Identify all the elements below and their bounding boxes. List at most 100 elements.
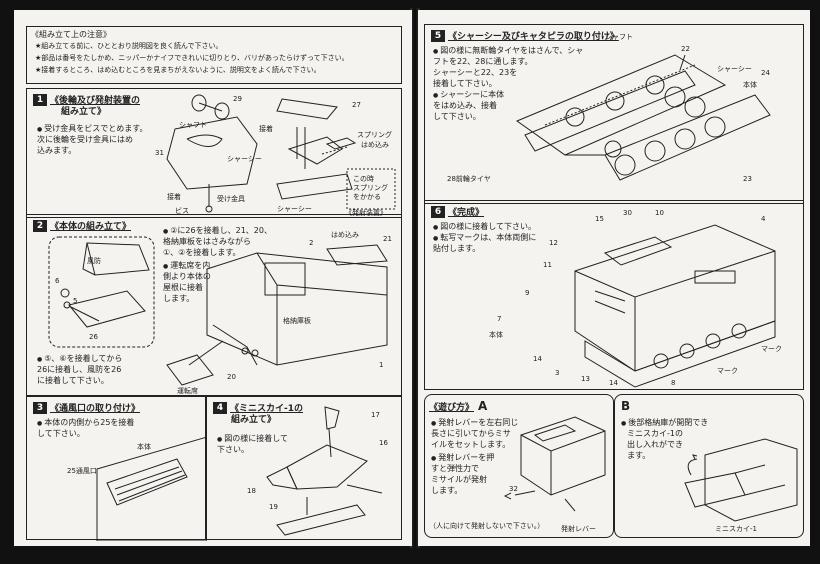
play-a-diagram: 32 発射レバー: [503, 416, 606, 533]
section-5-diagram: シャフト 22 シャーシー 24 本体 28前輪タイヤ 23: [447, 33, 771, 183]
section-3: 3 《通風口の取り付け》 本体の内側から25を接着 して下さい。 本体 25通風…: [26, 396, 207, 541]
label-note: この時: [353, 175, 374, 183]
section-1-diagram: シャフト 29 31 接着 シャーシー 受け金具 ビス 接着 27 スプリング …: [155, 94, 396, 217]
label-mark: マーク: [761, 345, 782, 353]
section-title: 《通風口の取り付け》: [50, 404, 141, 414]
label-19: 19: [269, 503, 278, 511]
instruction-line: 26に接着し、風防を26: [37, 365, 122, 374]
play-section-b: B 後部格納庫が開閉でき ミニスカイ-1の 出し入れができ ます。 ミニスカイ-…: [614, 394, 804, 538]
label-vent: 25通風口: [67, 466, 97, 475]
note-line: ★組み立てる前に、ひととおり説明図を良く読んで下さい。: [35, 42, 223, 50]
section-number: 2: [33, 219, 47, 232]
label-24: 24: [761, 69, 770, 77]
section-4: 4 《ミニスカイ-1の 組み立て》 図の様に接着して 下さい。 17 16 18…: [206, 396, 402, 540]
label-29: 29: [233, 95, 242, 103]
label-12: 12: [549, 239, 558, 247]
section-5-header: 5 《シャーシー及びキャタピラの取り付け》: [431, 29, 619, 42]
instruction-line: して下さい。: [37, 429, 85, 438]
section-title: 《本体の組み立て》: [50, 222, 132, 232]
section-1-header: 1 《後輪及び発射装置の: [33, 93, 140, 106]
instruction-line: して下さい。: [433, 112, 481, 121]
label-chassis: シャーシー: [227, 155, 262, 163]
rear-wheel: [214, 102, 230, 120]
label-shaft: シャフト: [179, 121, 207, 129]
play-letter-b: B: [621, 399, 631, 413]
instruction-line: 発射レバーを押: [431, 452, 494, 464]
section-2: 2 《本体の組み立て》 ②に26を接着し、21、20、 格納庫板をはさみながら …: [26, 214, 402, 396]
instruction-line: フトを22、28に通します。: [433, 57, 533, 66]
instruction-line: ②に26を接着し、21、20、: [163, 225, 272, 237]
label-9: 9: [525, 289, 529, 297]
label-22: 22: [681, 45, 690, 53]
right-page: 5 《シャーシー及びキャタピラの取り付け》 図の様に無断輪タイヤをはさんで、シャ…: [418, 10, 810, 546]
instruction-line: シャーシーに本体: [433, 89, 504, 101]
label-27: 27: [352, 101, 361, 109]
assembly-notes: 《組み立て上の注意》 ★組み立てる前に、ひととおり説明図を良く読んで下さい。 ★…: [26, 26, 402, 84]
section-4-header: 4 《ミニスカイ-1の: [213, 401, 303, 414]
section-3-diagram: 本体 25通風口: [67, 436, 207, 541]
label-launch-lever: 発射レバー: [561, 524, 596, 533]
label-hangar: 格納庫板: [283, 316, 311, 325]
instruction-line: 図の様に接着して: [217, 433, 288, 445]
section-title-2: 組み立て》: [231, 415, 277, 425]
section-6-diagram: 15 30 10 4 12 11 9 7 本体 14 3 13 14 8 マーク…: [489, 209, 782, 388]
instruction-line: 受け金具をビスでとめます。: [37, 123, 147, 135]
section-title: 《ミニスカイ-1の: [230, 404, 303, 414]
label-7: 7: [497, 315, 501, 323]
label-body: 本体: [137, 442, 151, 451]
instruction-line: 図の様に接着して下さい。: [433, 221, 536, 233]
label-26: 26: [89, 333, 98, 341]
instruction-line: 図の様に無断輪タイヤをはさんで、シャ: [433, 45, 583, 57]
label-minisky: ミニスカイ-1: [715, 525, 757, 533]
instruction-line: すと弾性力で: [431, 464, 479, 473]
instruction-line: イルをセットします。: [431, 440, 511, 449]
section-2-diagram: 風防 6 5 26 2 はめ込み 21 格納庫板 1 20 運転席: [48, 230, 392, 395]
label-adhesive-2: 接着: [259, 124, 273, 133]
label-16: 16: [379, 439, 388, 447]
section-number: 5: [431, 29, 445, 42]
label-31: 31: [155, 149, 164, 157]
play-b-diagram: ミニスカイ-1: [684, 438, 798, 533]
section-number: 3: [33, 401, 47, 414]
label-spring: スプリング: [357, 130, 392, 139]
label-17: 17: [371, 411, 380, 419]
label-11: 11: [543, 261, 552, 269]
note-line: ★接着するところ、はめ込むところを見まちがえないように、説明文をよく読んで下さい…: [35, 66, 321, 74]
label-18: 18: [247, 487, 256, 495]
play-letter-a: A: [478, 399, 488, 413]
section-4-diagram: 17 16 18 19: [247, 406, 388, 536]
label-23: 23: [743, 175, 752, 183]
label-14b: 14: [609, 379, 618, 387]
label-note: をかかる: [353, 193, 381, 201]
instruction-line: 発射レバーを左右同じ: [431, 417, 518, 429]
label-32: 32: [509, 485, 518, 493]
section-number: 6: [431, 205, 445, 218]
instruction-line: ます。: [627, 451, 651, 460]
label-20: 20: [227, 373, 236, 381]
instruction-line: 込みます。: [37, 146, 77, 155]
section-2-header: 2 《本体の組み立て》: [33, 219, 131, 232]
left-page: 《組み立て上の注意》 ★組み立てる前に、ひととおり説明図を良く読んで下さい。 ★…: [14, 10, 412, 546]
instruction-line: 転写マークは、本体両側に: [433, 232, 536, 244]
label-15: 15: [595, 215, 604, 223]
label-10: 10: [655, 209, 664, 217]
play-section-a: 《遊び方》 A 発射レバーを左右同じ 長さに引いてからミサ イルをセットします。…: [424, 394, 614, 538]
label-3: 3: [555, 369, 559, 377]
label-6: 6: [55, 277, 60, 285]
label-4: 4: [761, 215, 766, 223]
instruction-line: ミサイルが発射: [431, 475, 487, 484]
instruction-line: 運転席を内: [163, 260, 210, 272]
label-chassis-2: シャーシー: [277, 205, 312, 213]
label-21: 21: [383, 235, 392, 243]
section-3-header: 3 《通風口の取り付け》: [33, 401, 140, 414]
label-shaft: シャフト: [605, 33, 633, 41]
label-front-tire: 28前輪タイヤ: [447, 174, 491, 183]
label-30: 30: [623, 209, 632, 217]
instruction-line: 屋根に接着: [163, 283, 203, 292]
label-fit: はめ込み: [361, 140, 389, 149]
label-chassis: シャーシー: [717, 65, 752, 73]
instruction-line: ⑤、⑥を接着してから: [37, 353, 122, 365]
label-note: スプリング: [353, 183, 388, 192]
instruction-line: シャーシーと22、23を: [433, 68, 518, 77]
section-title: 《後輪及び発射装置の: [50, 96, 141, 106]
